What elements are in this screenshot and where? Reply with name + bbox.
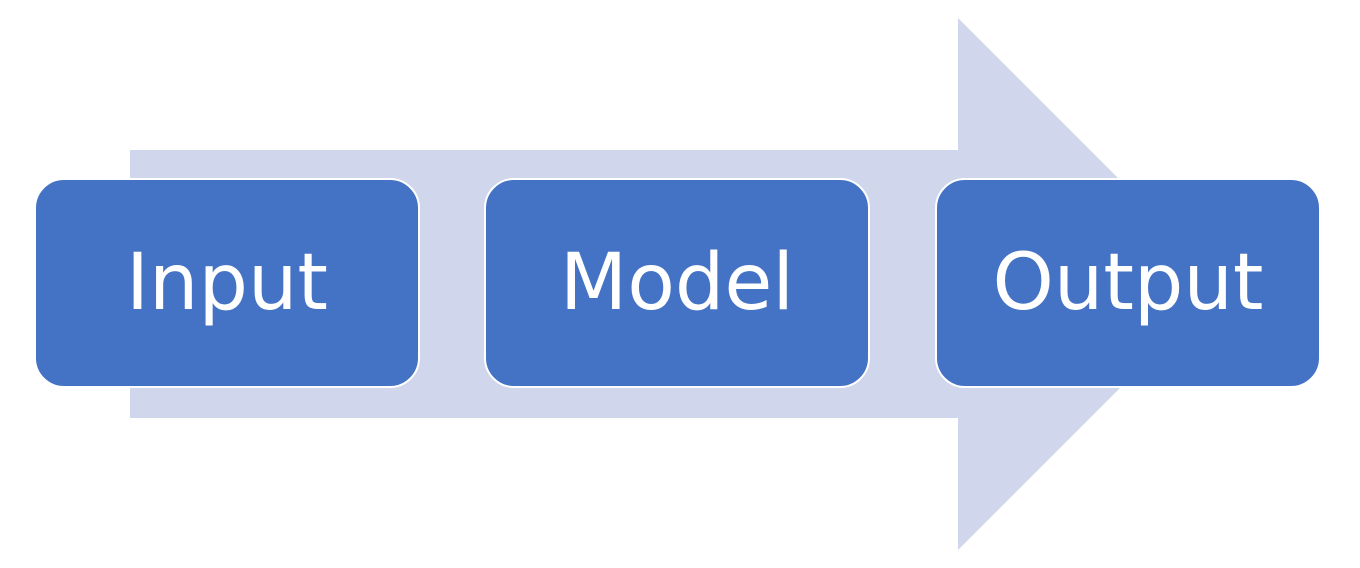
step-box-output: Output xyxy=(935,178,1321,388)
step-label-input: Input xyxy=(126,238,328,328)
step-label-model: Model xyxy=(559,238,795,328)
step-box-model: Model xyxy=(484,178,870,388)
step-box-input: Input xyxy=(34,178,420,388)
step-label-output: Output xyxy=(992,238,1264,328)
